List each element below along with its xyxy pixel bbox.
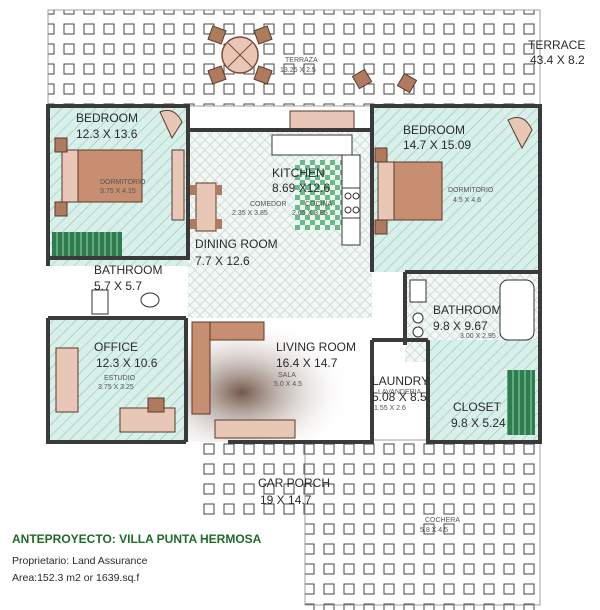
kitchen-sub-size: 2.65 X 3.85 xyxy=(292,210,328,217)
living-size: 16.4 X 14.7 xyxy=(276,356,338,370)
carporch-area xyxy=(200,439,541,610)
living-sub-name: SALA xyxy=(278,372,296,379)
laundry-name: LAUNDRY xyxy=(372,374,429,388)
bathroom-fixtures xyxy=(91,279,535,341)
bedroom1-sub-name: DORMITORIO xyxy=(100,179,146,186)
laundry-sub-name: LAVANDERIA xyxy=(378,389,422,396)
terrace-sub-size: 13.25 X 2.5 xyxy=(280,67,316,74)
carporch-name: CAR PORCH xyxy=(258,476,330,490)
living-sofa xyxy=(191,321,296,439)
furniture xyxy=(54,25,535,439)
bathroom1-name: BATHROOM xyxy=(94,263,162,277)
bedroom2-size: 14.7 X 15.09 xyxy=(403,138,471,152)
kitchen-counters xyxy=(271,110,361,246)
kitchen-name: KITCHEN xyxy=(272,166,325,180)
bedroom1-size: 12.3 X 13.6 xyxy=(76,127,138,141)
bathroom2-name: BATHROOM xyxy=(433,303,501,317)
office-sub-size: 3.75 X 3.25 xyxy=(98,384,134,391)
bathroom2-size: 9.8 X 9.67 xyxy=(433,319,488,333)
dining-table xyxy=(190,182,222,232)
project-owner: Proprietario: Land Assurance xyxy=(12,555,148,567)
bedroom1-sub-size: 3.75 X 4.15 xyxy=(100,188,136,195)
terrace-table xyxy=(207,25,418,94)
closet-name: CLOSET xyxy=(453,400,502,414)
laundry-size: 5.08 X 8.5 xyxy=(372,390,427,404)
walls xyxy=(46,104,542,444)
bathroom1-size: 5.7 X 5.7 xyxy=(94,279,142,293)
dining-sub-name: COMEDOR xyxy=(250,201,287,208)
carporch-sub-name: COCHERA xyxy=(425,517,460,524)
terrace-name: TERRACE xyxy=(528,38,585,52)
closet-size: 9.8 X 5.24 xyxy=(451,416,506,430)
office-desk xyxy=(55,347,176,433)
bedroom2-name: BEDROOM xyxy=(403,123,465,137)
bedroom1-name: BEDROOM xyxy=(76,111,138,125)
office-name: OFFICE xyxy=(94,340,138,354)
dining-size: 7.7 X 12.6 xyxy=(195,254,250,268)
bedroom2-sub-name: DORMITORIO xyxy=(448,187,494,194)
living-name: LIVING ROOM xyxy=(276,340,356,354)
office-size: 12.3 X 10.6 xyxy=(96,356,158,370)
living-sub-size: 5.0 X 4.5 xyxy=(274,381,302,388)
project-area: Area:152.3 m2 or 1639.sq.f xyxy=(12,572,139,584)
kitchen-sub-name: COCINA xyxy=(305,201,333,208)
carporch-sub-size: 5.8 X 4.5 xyxy=(420,527,448,534)
dining-name: DINING ROOM xyxy=(195,237,278,251)
terrace-area xyxy=(47,9,541,107)
laundry-sub-size: 1.55 X 2.6 xyxy=(374,405,406,412)
carporch-size: 19 X 14.7 xyxy=(260,493,312,507)
bathroom2-sub-size: 3.00 X 2.95 xyxy=(460,333,496,340)
project-title: ANTEPROYECTO: VILLA PUNTA HERMOSA xyxy=(12,532,262,546)
bed-2 xyxy=(374,117,533,235)
terrace-sub-name: TERRAZA xyxy=(285,57,318,64)
bed-1 xyxy=(54,109,185,221)
terrace-size: 43.4 X 8.2 xyxy=(530,53,585,67)
room-labels: TERRAZA 13.25 X 2.5 TERRACE 43.4 X 8.2 B… xyxy=(76,38,585,534)
dining-sub-size: 2.35 X 3.85 xyxy=(232,210,268,217)
kitchen-size: 8.69 X12.6 xyxy=(272,181,330,195)
bedroom2-sub-size: 4.5 X 4.6 xyxy=(453,197,481,204)
office-sub-name: ESTUDIO xyxy=(104,375,136,382)
project-info: ANTEPROYECTO: VILLA PUNTA HERMOSA Propri… xyxy=(12,532,262,584)
